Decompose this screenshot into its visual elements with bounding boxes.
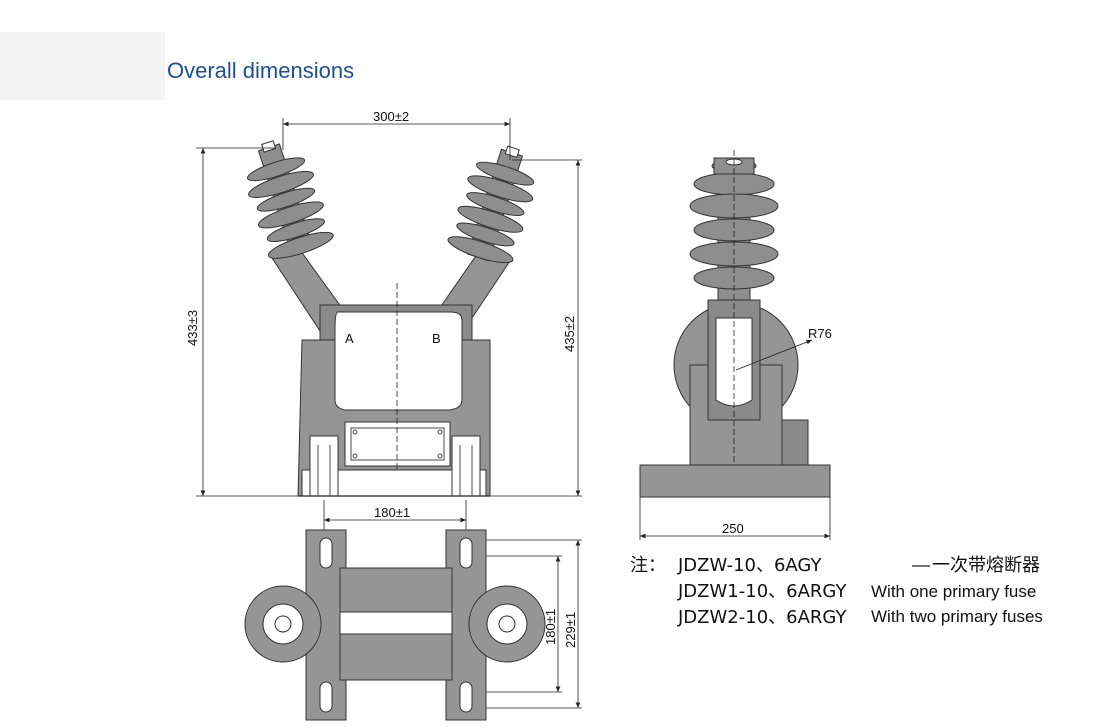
dim-mount-180: 180±1 — [543, 609, 558, 645]
dim-right-height: 435±2 — [562, 316, 577, 352]
left-insulator-sheds — [246, 140, 334, 259]
right-insulator-sheds — [447, 145, 535, 264]
left-foot — [309, 435, 339, 497]
dim-base-width: 250 — [722, 521, 744, 536]
page-title: Overall dimensions — [167, 58, 355, 83]
side-view: R76 250 — [639, 150, 832, 540]
front-panel — [334, 311, 463, 411]
dim-bottom-width: 180±1 — [374, 505, 410, 520]
dim-left-height: 433±3 — [185, 310, 200, 346]
right-foot — [451, 435, 481, 497]
dim-top-width: 300±2 — [373, 109, 409, 124]
dim-mount-229: 229±1 — [563, 612, 578, 648]
note-desc-1: 一次带熔断器 — [932, 555, 1040, 576]
note-model-2: JDZW1-10、6ARGY — [677, 581, 847, 602]
front-view: A B 300±2 433±3 435±2 180±1 — [185, 109, 582, 530]
nameplate — [344, 421, 451, 467]
terminal-a-label: A — [345, 331, 354, 346]
terminal-b-label: B — [432, 331, 441, 346]
note-model-3: JDZW2-10、6ARGY — [677, 607, 847, 628]
dim-radius: R76 — [808, 326, 832, 341]
header-band — [0, 32, 165, 100]
note-model-1: JDZW-10、6AGY — [677, 555, 822, 576]
top-view: 180±1 229±1 — [244, 529, 582, 721]
side-base — [639, 464, 831, 498]
note-desc-3: With two primary fuses — [871, 607, 1043, 626]
note-desc-2: With one primary fuse — [871, 582, 1036, 601]
notes: 注： JDZW-10、6AGY 一次带熔断器 JDZW1-10、6ARGY Wi… — [630, 555, 1043, 628]
note-prefix: 注： — [630, 555, 666, 576]
